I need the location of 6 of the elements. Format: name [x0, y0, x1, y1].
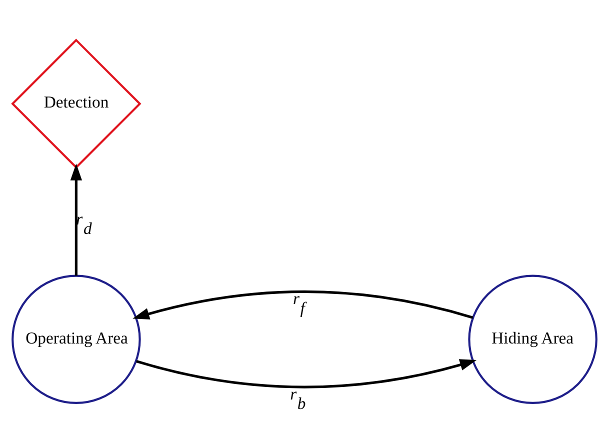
- node-circle: Hiding Area: [468, 274, 598, 404]
- node-circle: Operating Area: [12, 274, 141, 404]
- arrow: [136, 358, 477, 388]
- arrow: [70, 163, 82, 276]
- node-diamond: Detection: [11, 38, 142, 168]
- arrow: [132, 290, 474, 319]
